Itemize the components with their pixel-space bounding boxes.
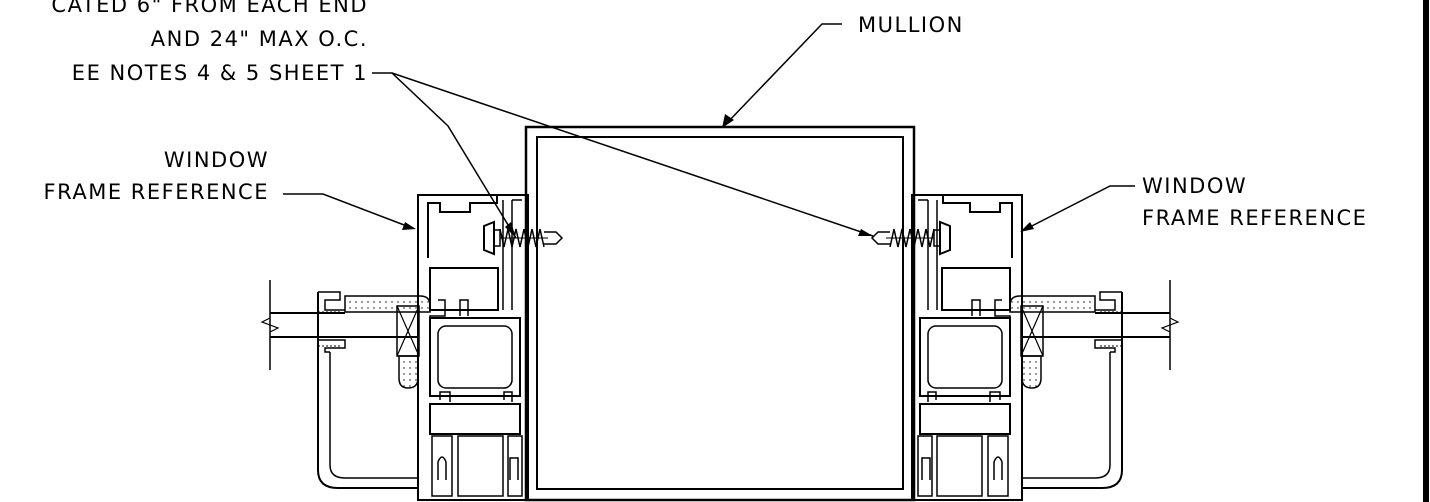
left-frame-arrowhead [402,222,416,230]
fastener-leader [372,72,874,239]
left-frame-leader [283,193,413,229]
fastener-arrowhead-right [858,229,873,236]
left-frame-label-line-2: FRAME REFERENCE [43,180,269,204]
mullion-inner-wall [536,136,904,490]
mullion-outer-wall [524,125,916,502]
fastener-note-line-3: EE NOTES 4 & 5 SHEET 1 [71,61,368,85]
fastener-arrowhead-left [505,222,516,238]
right-frame-arrowhead [1020,222,1034,232]
fastener-note-line-1: CATED 6" FROM EACH END [51,0,368,17]
fastener-note-line-2: AND 24" MAX O.C. [150,27,368,51]
mullion-leader [725,23,842,125]
right-frame-label-line-2: FRAME REFERENCE [1142,206,1368,230]
right-frame-leader [1023,185,1135,231]
left-fastener-screw [483,221,563,255]
left-window-frame [261,194,529,501]
left-frame-label-line-1: WINDOW [163,148,269,172]
mullion-label: MULLION [858,13,964,37]
right-window-frame [911,194,1179,501]
right-frame-label-line-1: WINDOW [1142,174,1248,198]
mullion-arrowhead [722,114,734,128]
